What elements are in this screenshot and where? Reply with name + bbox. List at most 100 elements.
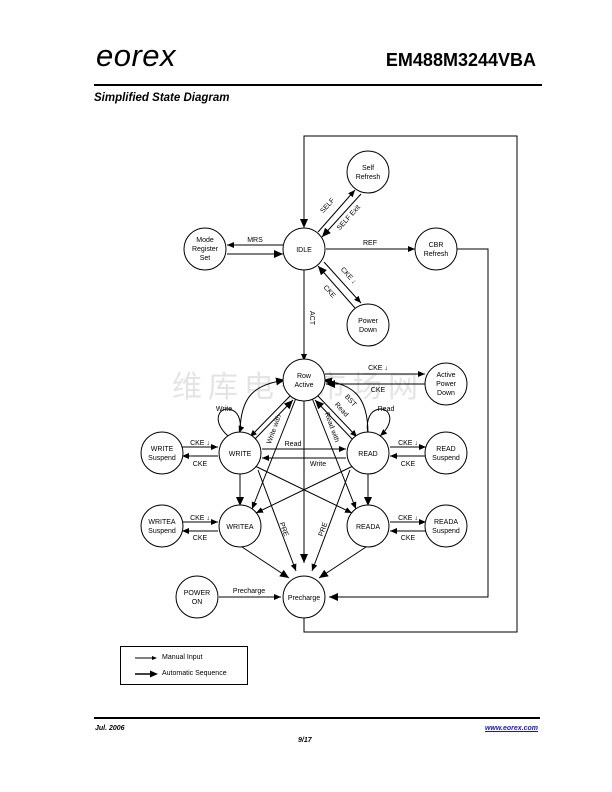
trans-pd-cke: CKE: [322, 284, 337, 300]
state-reada: [346, 504, 390, 548]
label-read-suspend-2: Suspend: [432, 455, 460, 462]
trans-read-from-ra: Read: [333, 401, 349, 418]
edge-read-self-loop: [366, 408, 391, 437]
edge-rowactive-to-write: [249, 395, 291, 438]
label-read-suspend-1: READ: [436, 446, 455, 453]
label-mrs-1: Mode: [196, 237, 214, 244]
edge-idle-to-self: [317, 189, 356, 233]
trans-pre-left: PRE: [278, 522, 290, 538]
trans-precharge: Precharge: [233, 588, 265, 595]
legend-automatic-sequence-label: Automatic Sequence: [162, 670, 227, 677]
label-apd-1: Active: [436, 372, 455, 379]
label-power-on-2: ON: [192, 599, 203, 606]
label-power-down-1: Power: [358, 318, 379, 325]
edge-reada-to-precharge: [318, 546, 367, 579]
edge-write-to-precharge: [257, 469, 297, 572]
footer-date: Jul. 2006: [95, 725, 125, 732]
state-reada-suspend: [424, 504, 468, 548]
label-cbr-1: CBR: [429, 242, 444, 249]
state-writea-suspend: [140, 504, 184, 548]
bold-arrow-icon: [135, 670, 158, 678]
edge-rowactive-to-reada: [311, 397, 357, 510]
edge-writea-to-precharge: [241, 546, 290, 579]
label-writea: WRITEA: [226, 524, 254, 531]
edge-write-to-rowactive: [253, 399, 294, 441]
trans-ras-cke: CKE: [401, 535, 416, 542]
trans-ws-cke: CKE: [193, 461, 208, 468]
trans-pd-cke-down: CKE ↓: [339, 266, 357, 285]
legend-automatic-sequence: Automatic Sequence: [121, 667, 247, 681]
trans-write-to-read: Read: [285, 441, 302, 448]
trans-pre-right: PRE: [318, 521, 330, 537]
state-power-down: [346, 303, 390, 347]
state-precharge: [282, 575, 326, 619]
part-number: EM488M3244VBA: [385, 50, 536, 70]
trans-mrs: MRS: [247, 237, 263, 244]
footer-page-number: 9/17: [298, 737, 312, 744]
edge-read-to-precharge: [311, 469, 351, 572]
label-apd-2: Power: [436, 381, 457, 388]
label-write-suspend-2: Suspend: [148, 455, 176, 462]
label-row-active-2: Active: [294, 382, 313, 389]
state-writea: [218, 504, 262, 548]
label-writea-suspend-1: WRITEA: [148, 519, 176, 526]
trans-write-loop: Write: [216, 406, 232, 413]
state-power-on: [175, 575, 219, 619]
edge-write-self-loop: [217, 408, 245, 437]
legend-manual-input: Manual Input: [121, 651, 247, 665]
label-reada-suspend-1: READA: [434, 519, 458, 526]
trans-self: SELF: [319, 197, 336, 215]
state-write: [218, 431, 262, 475]
edge-read-to-writea: [255, 465, 354, 514]
edge-precharge-to-idle-loop: [300, 135, 518, 633]
header-divider: [94, 84, 542, 86]
trans-read-loop: Read: [378, 406, 395, 413]
trans-rs-cke-down: CKE ↓: [398, 440, 418, 447]
label-cbr-2: Refresh: [424, 251, 449, 258]
label-mrs-2: Register: [192, 246, 219, 253]
legend: Manual Input Automatic Sequence: [120, 646, 248, 685]
label-power-on-1: POWER: [184, 590, 210, 597]
state-active-power-down: [424, 362, 468, 406]
label-power-down-2: Down: [359, 327, 377, 334]
trans-rs-cke: CKE: [401, 461, 416, 468]
section-title: Simplified State Diagram: [94, 92, 230, 104]
trans-apd-cke-down: CKE ↓: [368, 365, 388, 372]
label-reada: READA: [356, 524, 380, 531]
label-writea-suspend-2: Suspend: [148, 528, 176, 535]
trans-read-to-write: Write: [310, 461, 326, 468]
label-write-suspend-1: WRITE: [151, 446, 174, 453]
label-mrs-3: Set: [200, 255, 211, 262]
edge-cbr-to-precharge: [329, 248, 489, 601]
state-read: [346, 431, 390, 475]
edge-self-to-idle: [321, 193, 362, 238]
thin-arrow-icon: [135, 656, 157, 660]
trans-was-cke-down: CKE ↓: [190, 515, 210, 522]
trans-apd-cke: CKE: [371, 387, 386, 394]
eorex-logo: eorex: [96, 38, 177, 73]
label-apd-3: Down: [437, 390, 455, 397]
trans-ref: REF: [363, 240, 377, 247]
trans-act: ACT: [308, 311, 315, 326]
edge-rowactive-to-read: [317, 395, 358, 438]
state-self-refresh: [346, 150, 390, 194]
edge-rowactive-to-writea: [251, 397, 297, 510]
footer-url-link[interactable]: www.eorex.com: [484, 725, 538, 732]
trans-was-cke: CKE: [193, 535, 208, 542]
state-read-suspend: [424, 431, 468, 475]
state-mode-register-set: [183, 227, 227, 271]
label-self-refresh-1: Self: [362, 165, 374, 172]
edge-read-to-rowactive: [314, 399, 354, 441]
state-write-suspend: [140, 431, 184, 475]
edge-idle-to-powerdown: [323, 261, 362, 304]
state-row-active: [282, 358, 326, 402]
label-row-active-1: Row: [297, 373, 312, 380]
label-reada-suspend-2: Suspend: [432, 528, 460, 535]
footer-divider: [94, 717, 540, 719]
label-precharge: Precharge: [288, 595, 320, 602]
label-idle: IDLE: [296, 247, 312, 254]
label-read: READ: [358, 451, 377, 458]
label-write: WRITE: [229, 451, 252, 458]
trans-ws-cke-down: CKE ↓: [190, 440, 210, 447]
